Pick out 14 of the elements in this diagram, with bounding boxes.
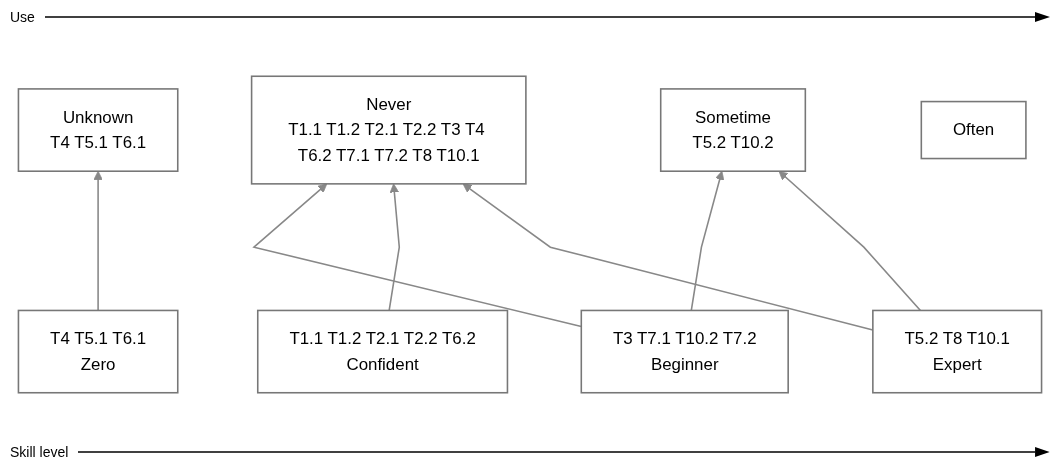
arrow [93,170,103,312]
arrow [778,170,922,312]
node-box: T1.1 T1.2 T2.1 T2.2 T6.2 Confident [256,309,509,394]
node-box: T5.2 T8 T10.1 Expert [872,309,1043,394]
arrow [388,183,401,312]
node-box: Never T1.1 T1.2 T2.1 T2.2 T3 T4 T6.2 T7.1 T7.2 T8 T10.1 [250,75,527,185]
axis-label: Skill level [10,444,69,460]
arrow [690,170,725,312]
node-box: Sometime T5.2 T10.2 [659,88,807,172]
node-box: T3 T7.1 T10.2 T7.2 Beginner [580,309,789,394]
node-box: T4 T5.1 T6.1 Zero [17,309,179,394]
node-box: Often [920,100,1027,160]
node-box: Unknown T4 T5.1 T6.1 [17,88,179,172]
axis-label: Use [10,9,35,25]
